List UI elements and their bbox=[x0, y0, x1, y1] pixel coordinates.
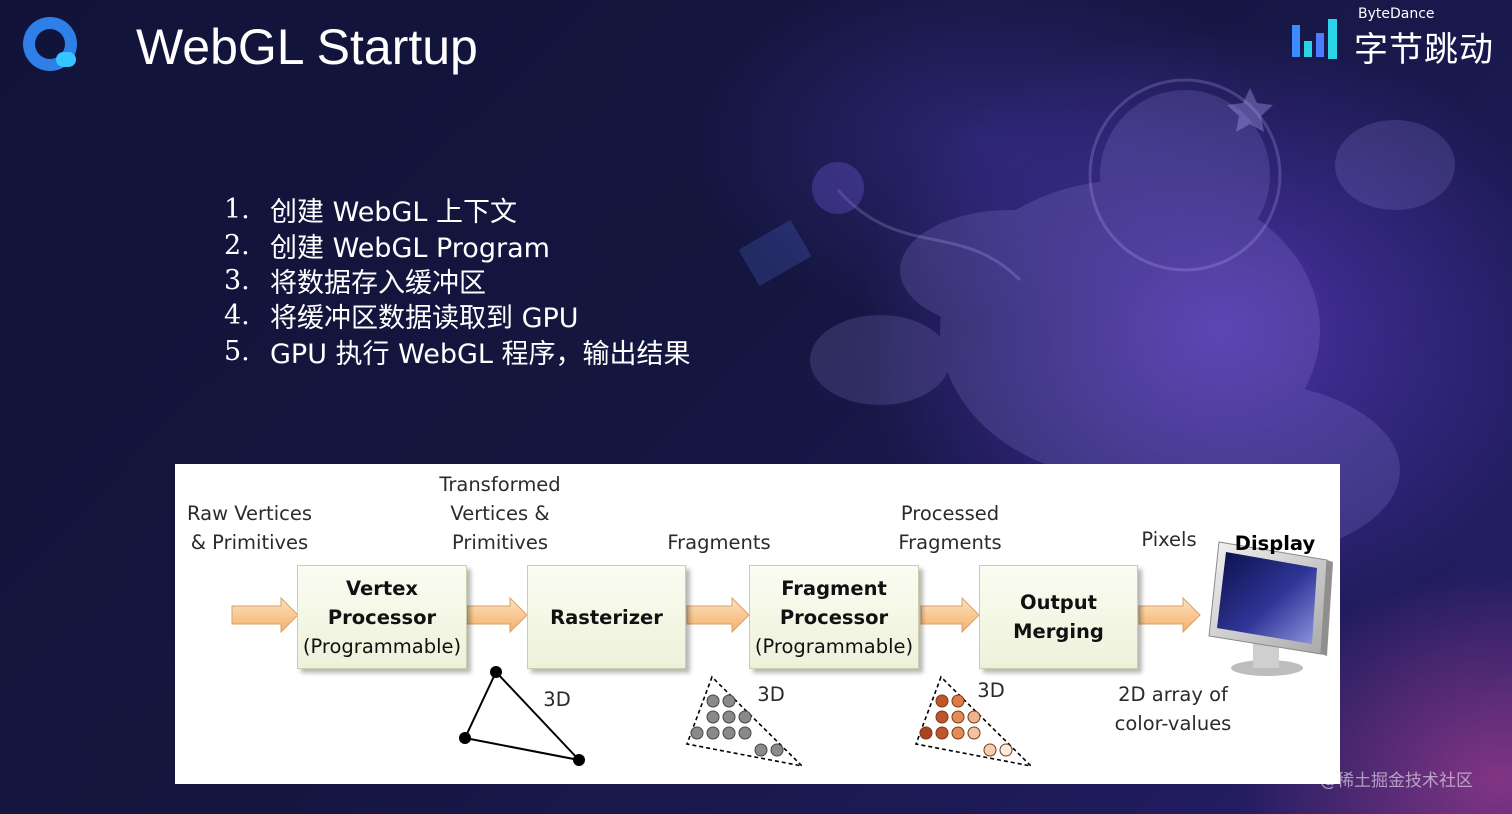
page-title: WebGL Startup bbox=[136, 19, 478, 75]
step-text: 将数据存入缓冲区 bbox=[270, 267, 486, 299]
display-monitor-icon bbox=[1208, 541, 1333, 676]
fragments-dimension-label: 3D bbox=[757, 683, 785, 706]
output-stage-title: Output bbox=[1020, 591, 1097, 614]
display-label: Display bbox=[1234, 532, 1316, 555]
raw-vertices-line2: & Primitives bbox=[190, 531, 309, 554]
rasterizer-stage-title: Rasterizer bbox=[550, 605, 663, 629]
output-merging-stage: Output Merging bbox=[979, 565, 1138, 669]
arrow-pixels-icon bbox=[1138, 596, 1201, 634]
fragment-stage-note: (Programmable) bbox=[754, 634, 914, 658]
step-number: 5. bbox=[224, 335, 250, 367]
fragment-stage-title: Fragment bbox=[781, 576, 887, 600]
rasterizer-stage: Rasterizer bbox=[527, 565, 686, 669]
transformed-vertices-label: Transformed Vertices & Primitives bbox=[430, 470, 570, 557]
step-text: 创建 WebGL Program bbox=[270, 232, 550, 264]
array-line2: color-values bbox=[1114, 712, 1232, 735]
brand-name-cn: 字节跳动 bbox=[1354, 30, 1494, 70]
fragment-processor-stage: Fragment Processor (Programmable) bbox=[749, 565, 919, 669]
color-array-label: 2D array of color-values bbox=[1100, 680, 1246, 738]
vertex-stage-note: (Programmable) bbox=[302, 634, 462, 658]
vertex-stage-subtitle: Processor bbox=[327, 605, 437, 629]
brand-bars-icon bbox=[1292, 19, 1337, 59]
fragments-icon bbox=[685, 675, 805, 768]
transformed-line1: Transformed bbox=[439, 473, 561, 496]
fragment-stage-subtitle: Processor bbox=[779, 605, 889, 629]
step-number: 4. bbox=[224, 300, 250, 332]
transformed-line2: Vertices & bbox=[450, 502, 550, 525]
step-number: 2. bbox=[224, 229, 250, 261]
step-item: 4. 将缓冲区数据读取到 GPU bbox=[224, 298, 691, 335]
vertex-processor-stage: Vertex Processor (Programmable) bbox=[297, 565, 467, 669]
vertex-stage-title: Vertex bbox=[346, 576, 418, 600]
arrow-fragments-icon bbox=[686, 596, 750, 634]
triangle-dimension-label: 3D bbox=[543, 688, 571, 711]
processed-fragments-label: Processed Fragments bbox=[891, 499, 1009, 557]
array-line1: 2D array of bbox=[1118, 683, 1228, 706]
arrow-transformed-icon bbox=[466, 596, 528, 634]
triangle-primitive-icon bbox=[459, 666, 585, 766]
step-item: 3. 将数据存入缓冲区 bbox=[224, 263, 691, 299]
raw-vertices-line1: Raw Vertices bbox=[187, 502, 312, 525]
processed-line1: Processed bbox=[900, 502, 1000, 525]
step-number: 1. bbox=[224, 194, 250, 226]
step-item: 1. 创建 WebGL 上下文 bbox=[224, 192, 691, 229]
step-item: 5. GPU 执行 WebGL 程序，输出结果 bbox=[224, 334, 691, 370]
step-text: 将缓冲区数据读取到 GPU bbox=[270, 303, 579, 335]
output-stage-subtitle: Merging bbox=[1013, 620, 1104, 643]
arrow-raw-icon bbox=[231, 596, 299, 634]
pixels-label: Pixels bbox=[1141, 528, 1197, 551]
pipeline-graphics bbox=[231, 541, 1333, 768]
bytedance-logo: ByteDance 字节跳动 bbox=[1290, 6, 1502, 70]
brand-name-en: ByteDance bbox=[1358, 6, 1435, 22]
transformed-line3: Primitives bbox=[451, 531, 549, 554]
processed-dimension-label: 3D bbox=[977, 679, 1005, 702]
processed-line2: Fragments bbox=[898, 531, 1002, 554]
pipeline-diagram: Raw Vertices & Primitives Transformed Ve… bbox=[175, 464, 1340, 784]
fragments-label: Fragments bbox=[667, 531, 771, 554]
processed-fragments-icon bbox=[914, 675, 1034, 768]
arrow-processed-icon bbox=[920, 596, 980, 634]
step-text: 创建 WebGL 上下文 bbox=[270, 197, 517, 229]
watermark: @稀土掘金技术社区 bbox=[1320, 771, 1473, 791]
step-text: GPU 执行 WebGL 程序，输出结果 bbox=[270, 338, 691, 370]
step-number: 3. bbox=[224, 264, 250, 296]
startup-steps-list: 1. 创建 WebGL 上下文 2. 创建 WebGL Program 3. 将… bbox=[224, 192, 691, 370]
step-item: 2. 创建 WebGL Program bbox=[224, 227, 691, 264]
raw-vertices-label: Raw Vertices & Primitives bbox=[183, 499, 316, 557]
app-logo bbox=[23, 17, 77, 71]
